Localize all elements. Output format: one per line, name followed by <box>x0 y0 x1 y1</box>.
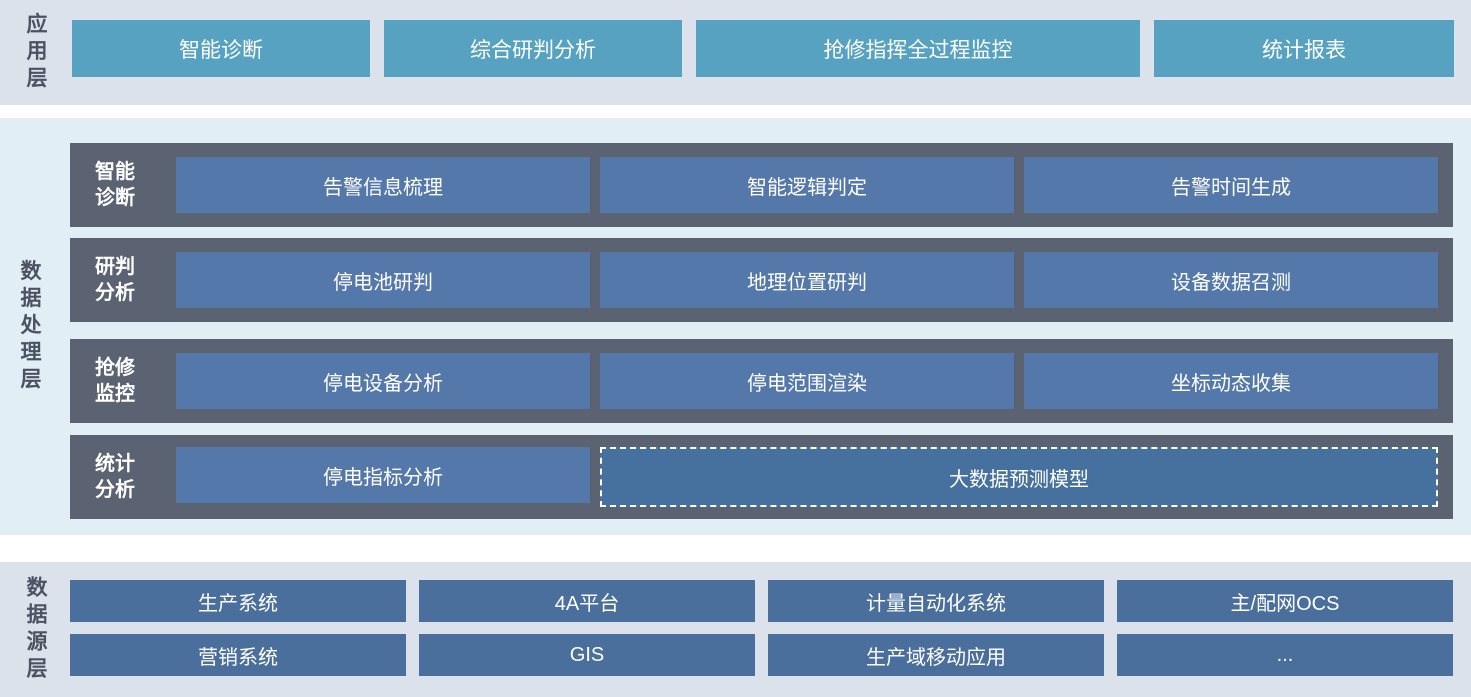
application-layer-label: 应用层 <box>24 12 47 93</box>
application-layer-band: 应用层 智能诊断 综合研判分析 抢修指挥全过程监控 统计报表 <box>0 0 1471 105</box>
proc-button-alarm-time-generation[interactable]: 告警时间生成 <box>1024 157 1438 213</box>
data-processing-layer-label: 数据处理层 <box>18 259 41 394</box>
source-button-main-distribution-ocs[interactable]: 主/配网OCS <box>1117 580 1453 622</box>
app-button-repair-command-monitoring[interactable]: 抢修指挥全过程监控 <box>696 20 1140 77</box>
proc-button-outage-device-analysis[interactable]: 停电设备分析 <box>176 353 590 409</box>
source-button-gis[interactable]: GIS <box>419 634 755 676</box>
source-row-2: 营销系统 GIS 生产域移动应用 ... <box>70 634 1453 676</box>
proc-button-outage-indicator-analysis[interactable]: 停电指标分析 <box>176 447 590 503</box>
proc-button-intelligent-logic-judgment[interactable]: 智能逻辑判定 <box>600 157 1014 213</box>
source-button-production-system[interactable]: 生产系统 <box>70 580 406 622</box>
source-button-marketing-system[interactable]: 营销系统 <box>70 634 406 676</box>
proc-button-alarm-info-sorting[interactable]: 告警信息梳理 <box>176 157 590 213</box>
proc-button-geographic-location-judgment[interactable]: 地理位置研判 <box>600 252 1014 308</box>
proc-button-outage-range-rendering[interactable]: 停电范围渲染 <box>600 353 1014 409</box>
row-label-intelligent-diagnosis: 智能 诊断 <box>95 161 135 209</box>
processing-row-intelligent-diagnosis: 智能 诊断 告警信息梳理 智能逻辑判定 告警时间生成 <box>70 143 1453 227</box>
data-processing-layer-band: 数据处理层 智能 诊断 告警信息梳理 智能逻辑判定 告警时间生成 研判 分析 停… <box>0 118 1471 535</box>
app-button-statistical-reports[interactable]: 统计报表 <box>1154 20 1454 77</box>
row-label-repair-monitoring: 抢修 监控 <box>95 357 135 405</box>
data-source-layer-band: 数据源层 生产系统 4A平台 计量自动化系统 主/配网OCS 营销系统 GIS … <box>0 562 1471 697</box>
row-label-statistical-analysis: 统计 分析 <box>95 453 135 501</box>
proc-button-outage-battery-judgment[interactable]: 停电池研判 <box>176 252 590 308</box>
source-button-metering-automation-system[interactable]: 计量自动化系统 <box>768 580 1104 622</box>
source-button-4a-platform[interactable]: 4A平台 <box>419 580 755 622</box>
row-label-judgment-analysis: 研判 分析 <box>95 256 135 304</box>
app-button-intelligent-diagnosis[interactable]: 智能诊断 <box>72 20 370 77</box>
processing-row-judgment-analysis: 研判 分析 停电池研判 地理位置研判 设备数据召测 <box>70 238 1453 322</box>
proc-button-device-data-retrieval[interactable]: 设备数据召测 <box>1024 252 1438 308</box>
processing-row-repair-monitoring: 抢修 监控 停电设备分析 停电范围渲染 坐标动态收集 <box>70 339 1453 423</box>
proc-button-coordinate-dynamic-collection[interactable]: 坐标动态收集 <box>1024 353 1438 409</box>
proc-button-big-data-prediction-model[interactable]: 大数据预测模型 <box>600 447 1438 507</box>
application-layer-buttons: 智能诊断 综合研判分析 抢修指挥全过程监控 统计报表 <box>72 20 1454 77</box>
app-button-comprehensive-analysis[interactable]: 综合研判分析 <box>384 20 682 77</box>
source-button-ellipsis[interactable]: ... <box>1117 634 1453 676</box>
source-button-production-mobile-app[interactable]: 生产域移动应用 <box>768 634 1104 676</box>
source-row-1: 生产系统 4A平台 计量自动化系统 主/配网OCS <box>70 580 1453 622</box>
processing-row-statistical-analysis: 统计 分析 停电指标分析 大数据预测模型 <box>70 435 1453 519</box>
data-source-layer-label: 数据源层 <box>24 575 47 684</box>
